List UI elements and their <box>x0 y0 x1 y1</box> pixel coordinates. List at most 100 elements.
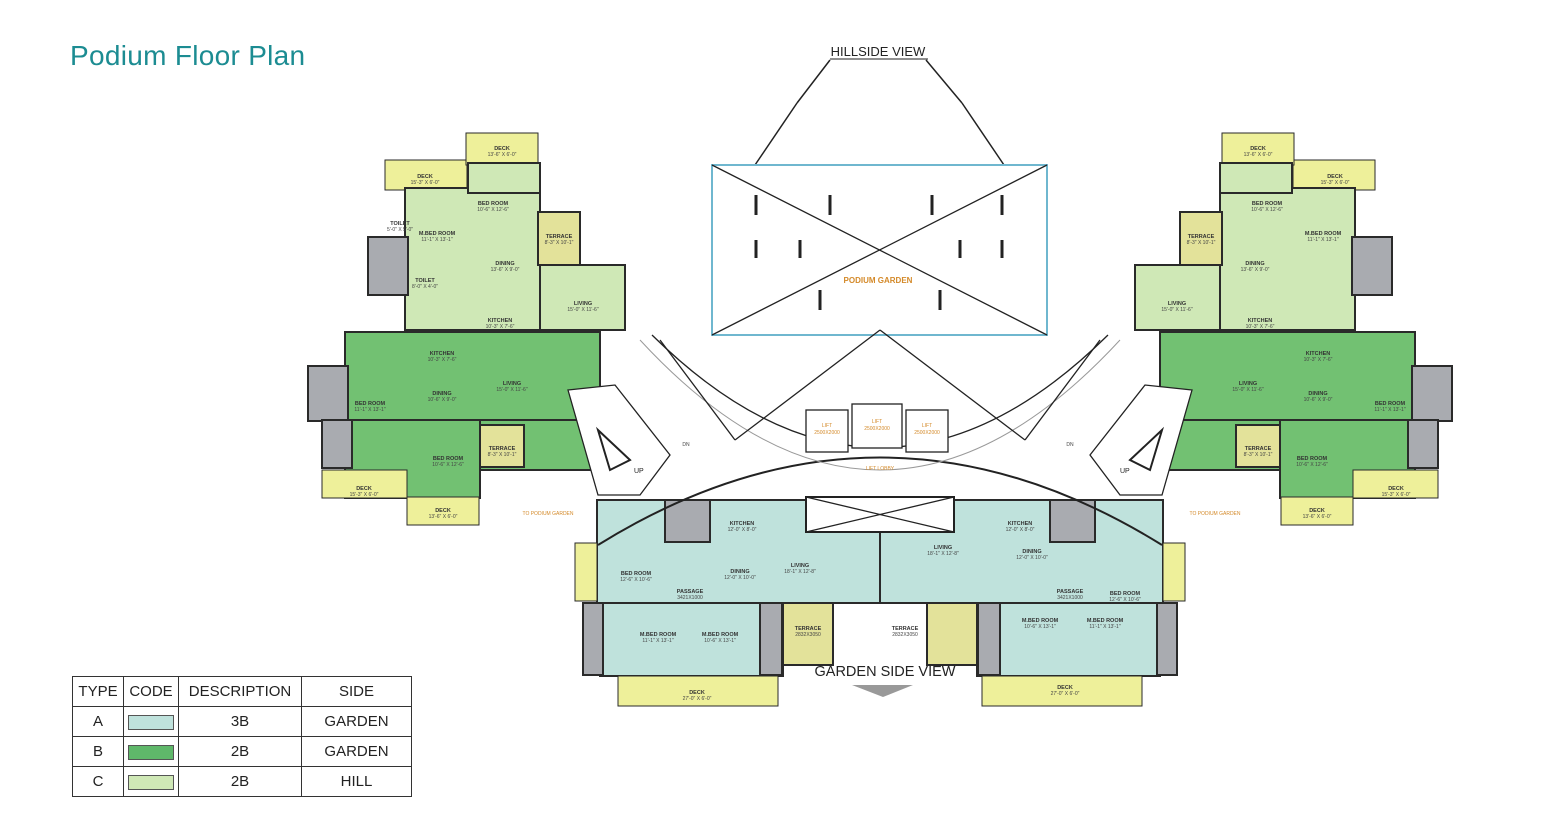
unit-type-c-area <box>1219 162 1293 194</box>
service-area <box>1411 365 1453 422</box>
room-name: TERRACE <box>1245 446 1272 452</box>
podium-garden <box>567 164 1193 546</box>
room-name: DECK <box>494 146 510 152</box>
room-dimensions: 15'-0" X 11'-6" <box>567 307 598 313</box>
deck-area <box>406 496 480 526</box>
room-name: DECK <box>1057 685 1073 691</box>
room-name: TOILET <box>415 278 435 284</box>
unit-type-a-area <box>599 602 784 677</box>
room-dimensions: 10'-3" X 7'-6" <box>1246 324 1275 330</box>
room-dimensions: 2832X3050 <box>795 632 821 638</box>
hillside-view-marker <box>754 58 1005 166</box>
service-area <box>1407 419 1439 469</box>
terrace-area <box>782 602 834 666</box>
garden-view-arrow-icon <box>852 685 913 697</box>
room-name: DINING <box>1245 261 1264 267</box>
to-podium-garden-left: TO PODIUM GARDEN <box>522 511 573 517</box>
room-dimensions: 18'-1" X 12'-8" <box>784 569 816 575</box>
deck-area <box>981 675 1143 707</box>
room-name: KITCHEN <box>488 318 512 324</box>
terrace-area <box>1179 211 1223 266</box>
room-dimensions: 11'-1" X 13'-1" <box>421 237 452 243</box>
room-dimensions: 10'-3" X 7'-6" <box>428 357 457 363</box>
room-dimensions: 15'-3" X 6'-0" <box>411 180 440 186</box>
legend-header-row: TYPE CODE DESCRIPTION SIDE <box>72 676 412 707</box>
room-dimensions: 10'-6" X 12'-6" <box>432 462 464 468</box>
deck-area <box>465 132 539 166</box>
legend-type: A <box>72 706 124 737</box>
room-dimensions: 15'-3" X 6'-0" <box>350 492 379 498</box>
room-name: M.BED ROOM <box>1305 231 1342 237</box>
unit-type-c-area <box>1219 187 1356 331</box>
terrace-area <box>479 424 525 468</box>
terrace-area <box>926 602 978 666</box>
room-dimensions: 10'-6" X 13'-1" <box>1024 624 1056 630</box>
room-dimensions: 11'-1" X 13'-1" <box>1307 237 1338 243</box>
unit-type-legend: TYPE CODE DESCRIPTION SIDE A 3B GARDEN B… <box>72 676 412 797</box>
room-dimensions: 11'-1" X 13'-1" <box>642 638 673 644</box>
room-dimensions: 10'-6" X 13'-1" <box>704 638 736 644</box>
room-name: LIVING <box>934 545 952 551</box>
room-name: DINING <box>1308 391 1327 397</box>
deck-area <box>1162 542 1186 602</box>
room-name: DINING <box>730 569 749 575</box>
room-dimensions: 12'-6" X 10'-6" <box>620 577 652 583</box>
room-name: DINING <box>432 391 451 397</box>
room-name: BED ROOM <box>355 401 386 407</box>
room-dimensions: 10'-6" X 12'-6" <box>1296 462 1328 468</box>
room-dimensions: 15'-0" X 11'-6" <box>496 387 527 393</box>
service-area <box>977 602 1001 676</box>
room-dimensions: 11'-1" X 13'-1" <box>354 407 385 413</box>
room-name: M.BED ROOM <box>419 231 456 237</box>
room-name: DECK <box>1250 146 1266 152</box>
room-dimensions: 27'-0" X 6'-0" <box>1051 691 1080 697</box>
room-dimensions: 12'-0" X 8'-0" <box>1006 527 1035 533</box>
lift-dims: 2500X2000 <box>814 430 840 436</box>
room-dimensions: 13'-6" X 6'-0" <box>488 152 517 158</box>
room-dimensions: 10'-6" X 12'-6" <box>1251 207 1283 213</box>
to-podium-garden-right: TO PODIUM GARDEN <box>1189 511 1240 517</box>
room-name: BED ROOM <box>1375 401 1406 407</box>
legend-side: GARDEN <box>301 736 412 767</box>
room-name: LIVING <box>503 381 521 387</box>
legend-side: GARDEN <box>301 706 412 737</box>
room-dimensions: 18'-1" X 12'-8" <box>927 551 959 557</box>
room-name: KITCHEN <box>730 521 754 527</box>
service-area <box>307 365 349 422</box>
room-dimensions: 27'-0" X 6'-0" <box>683 696 712 702</box>
legend-description: 2B <box>178 736 302 767</box>
room-dimensions: 10'-6" X 9'-0" <box>428 397 457 403</box>
page-title: Podium Floor Plan <box>70 40 306 71</box>
room-dimensions: 15'-0" X 11'-6" <box>1161 307 1192 313</box>
lift-label: LIFT <box>922 423 932 429</box>
unit-shapes <box>307 132 1453 707</box>
legend-type: C <box>72 766 124 797</box>
stair-up-left: UP <box>634 468 644 475</box>
deck-area <box>574 542 598 602</box>
room-name: PASSAGE <box>1057 589 1084 595</box>
room-dimensions: 8'-3" X 10'-1" <box>1187 240 1216 246</box>
room-name: DECK <box>1309 508 1325 514</box>
room-name: DECK <box>417 174 433 180</box>
room-name: PASSAGE <box>677 589 704 595</box>
room-dimensions: 13'-6" X 6'-0" <box>1244 152 1273 158</box>
room-name: LIVING <box>1239 381 1257 387</box>
legend-header-description: DESCRIPTION <box>178 676 302 707</box>
room-dimensions: 2832X3050 <box>892 632 918 638</box>
room-dimensions: 13'-6" X 9'-0" <box>491 267 520 273</box>
room-dimensions: 8'-3" X 10'-1" <box>488 452 517 458</box>
room-dimensions: 10'-3" X 7'-6" <box>486 324 515 330</box>
lift-lobby-label: LIFT LOBBY <box>866 466 895 472</box>
terrace-area <box>537 211 581 266</box>
room-name: DECK <box>1327 174 1343 180</box>
lift-label: LIFT <box>872 419 882 425</box>
legend-swatch <box>128 714 174 730</box>
lift-dims: 2500X2000 <box>864 426 890 432</box>
deck-area <box>1352 469 1439 499</box>
room-dimensions: 12'-0" X 10'-0" <box>1016 555 1048 561</box>
legend-swatch <box>128 744 174 760</box>
room-name: LIVING <box>791 563 809 569</box>
unit-type-c-area <box>539 264 626 331</box>
lift-label: LIFT <box>822 423 832 429</box>
